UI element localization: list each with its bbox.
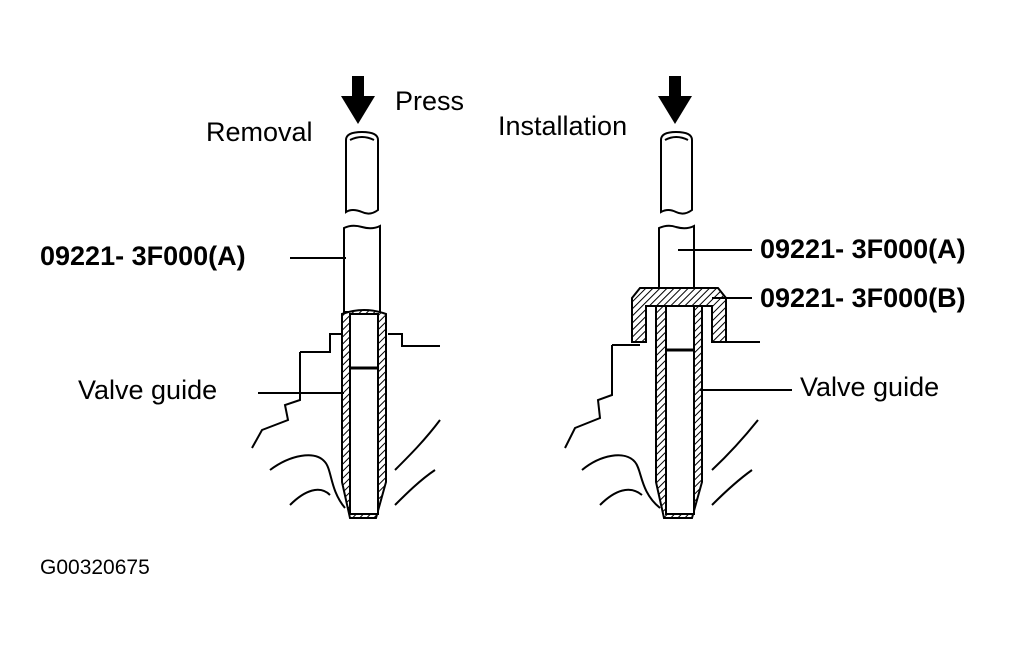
removal-tool-a-label: 09221- 3F000(A) [40, 241, 246, 271]
tool-b-collar [631, 287, 727, 343]
installation-illustration [564, 76, 792, 519]
installation-tool-b-label: 09221- 3F000(B) [760, 283, 966, 313]
press-arrow-icon [341, 76, 375, 124]
installation-valve-guide [655, 305, 703, 519]
removal-valve-guide-label: Valve guide [78, 375, 218, 405]
installation-tool-a-label: 09221- 3F000(A) [760, 234, 966, 264]
installation-driver-upper [660, 130, 693, 215]
removal-title: Removal [206, 117, 313, 147]
removal-driver-lower [343, 224, 381, 313]
installation-title: Installation [498, 111, 628, 141]
removal-driver-upper [345, 130, 379, 215]
figure-id: G00320675 [40, 556, 150, 579]
removal-valve-guide [341, 309, 387, 519]
removal-cylinder-head [251, 333, 441, 509]
installation-driver-lower [658, 224, 695, 291]
removal-illustration [251, 76, 441, 519]
install-press-arrow-icon [658, 76, 692, 124]
press-label: Press [395, 86, 465, 116]
installation-valve-guide-label: Valve guide [800, 372, 940, 402]
